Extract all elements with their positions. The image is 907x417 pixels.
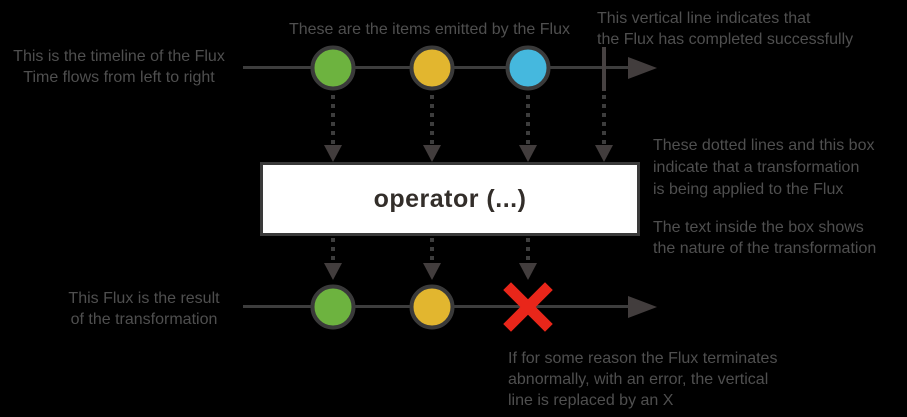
down-arrowhead-icon [324,145,342,162]
dotted-line-icon [602,95,606,145]
down-arrowhead-icon [324,263,342,280]
down-arrowhead-icon [423,145,441,162]
result-marble-yellow-icon [409,284,455,330]
down-arrowhead-icon [519,145,537,162]
operator-box: operator (...) [260,162,640,236]
dotted-line-icon [430,238,434,263]
source-marble-green-icon [310,45,356,91]
source-marble-yellow-icon [409,45,455,91]
down-arrowhead-icon [595,145,613,162]
dotted-line-icon [331,238,335,263]
complete-marker-line [602,47,606,91]
dotted-line-icon [526,238,530,263]
error-x-icon [503,282,553,332]
dotted-line-icon [331,95,335,145]
timeline-note: This is the timeline of the Flux Time fl… [13,48,225,86]
result-marble-green-icon [310,284,356,330]
items-note: These are the items emitted by the Flux [288,21,570,38]
complete-note: This vertical line indicates that the Fl… [597,10,854,48]
down-arrowhead-icon [423,263,441,280]
source-timeline-arrowhead-icon [628,57,657,79]
source-marble-blue-icon [505,45,551,91]
result-timeline-arrowhead-icon [628,296,657,318]
error-note: If for some reason the Flux terminates a… [508,350,778,409]
dotted-line-icon [526,95,530,145]
transform-note: These dotted lines and this box indicate… [653,137,875,198]
down-arrowhead-icon [519,263,537,280]
operator-label: operator (...) [373,184,527,213]
dotted-line-icon [430,95,434,145]
box-text-note: The text inside the box shows the nature… [653,219,877,257]
result-note: This Flux is the result of the transform… [68,290,220,328]
